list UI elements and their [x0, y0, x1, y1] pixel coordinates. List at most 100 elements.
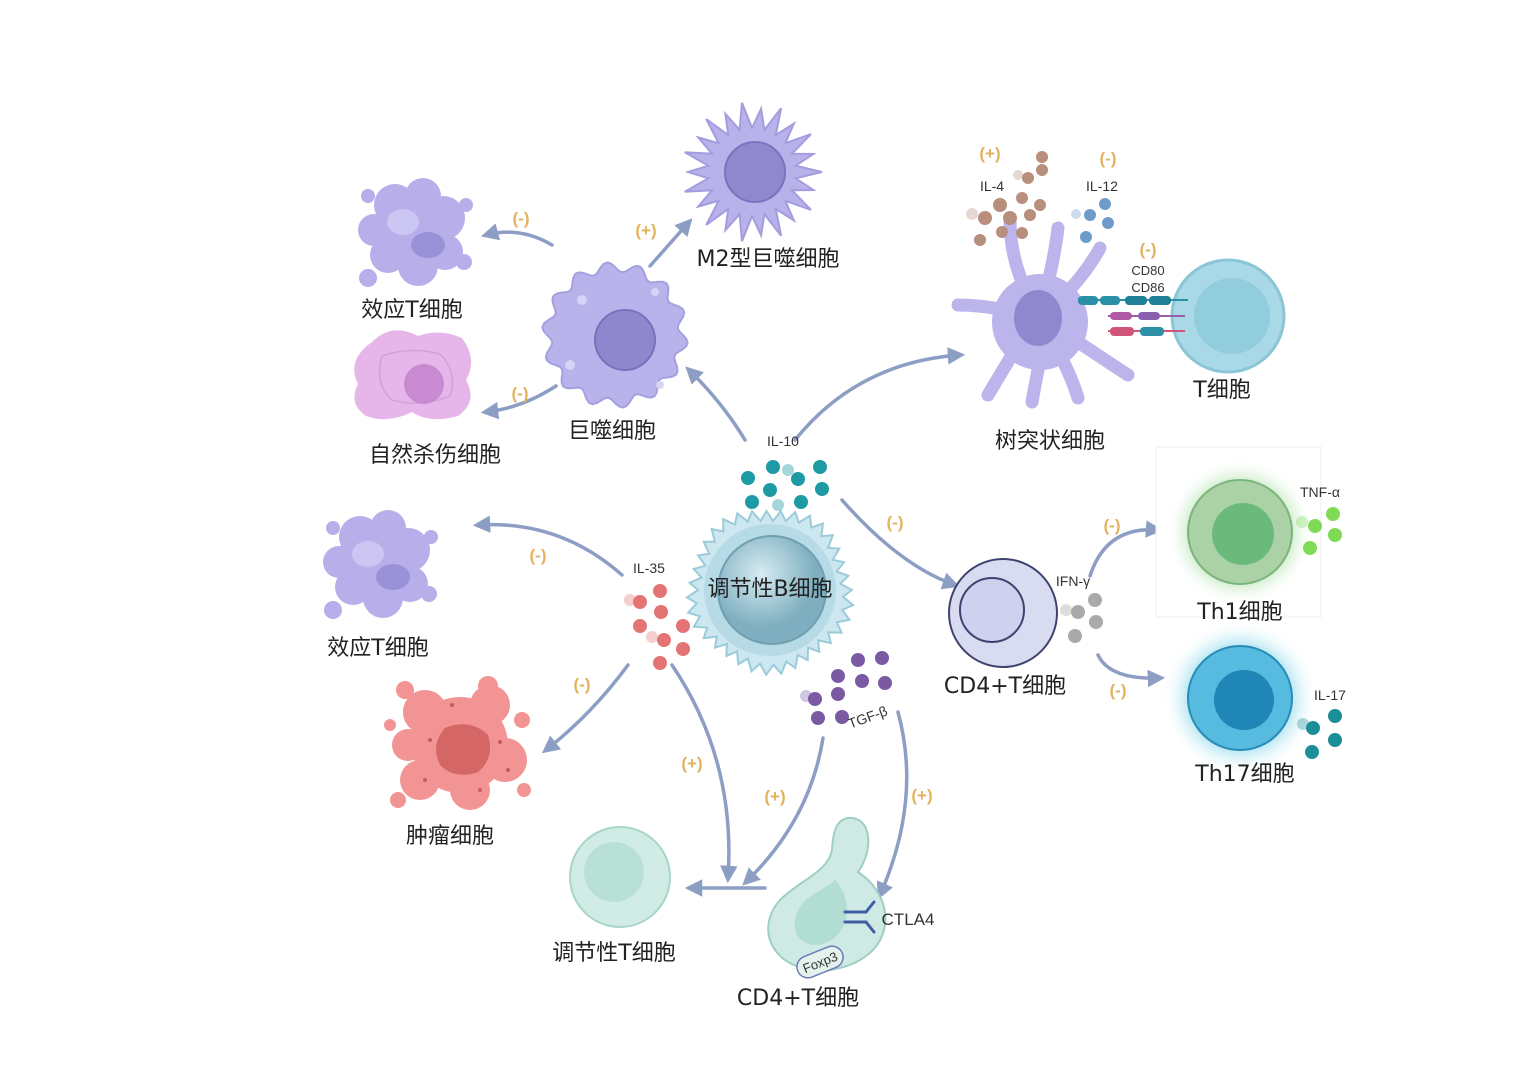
tumor-granule: [506, 768, 510, 772]
arrow-macrophage-to-nk: [480, 384, 558, 420]
tumor-granule: [450, 703, 454, 707]
il4-molecule: [996, 226, 1008, 238]
il10-molecule: [763, 483, 777, 497]
tumor-lobe: [392, 729, 424, 761]
tumor-fragment: [478, 676, 498, 696]
sign-il4: (+): [979, 144, 1000, 163]
arrow-cd4-to-th17: [1096, 653, 1166, 688]
mhc-receptor-domain: [1138, 312, 1160, 320]
il4-molecule: [1034, 199, 1046, 211]
il17-molecule: [1328, 733, 1342, 747]
il35-molecule-faded: [624, 594, 636, 606]
th17-label: Th17细胞: [1194, 762, 1294, 787]
il10-molecule: [791, 472, 805, 486]
tnfa-molecule: [1303, 541, 1317, 555]
il10-molecule: [815, 482, 829, 496]
tumor-cell: 肿瘤细胞: [384, 676, 531, 849]
macrophage: 巨噬细胞: [541, 261, 689, 444]
effector-t-upper-nucleus: [411, 232, 445, 258]
effector-t-lower-label: 效应T细胞: [327, 636, 428, 661]
m2-macrophage: M2型巨噬细胞: [684, 102, 840, 272]
tumor-granule: [498, 740, 502, 744]
sign-macrophage-to-m2: (+): [635, 221, 656, 240]
tnfa-molecule: [1328, 528, 1342, 542]
tumor-lobe: [400, 760, 440, 800]
tumor-fragment: [514, 712, 530, 728]
sign-tgfb-to-ctla4: (+): [911, 786, 932, 805]
regulatory-t-cell: 调节性T细胞: [552, 826, 676, 966]
arrows: [472, 218, 1166, 900]
effector-t-fragment: [456, 254, 472, 270]
arrow-tgfb-to-ctla4: [876, 710, 909, 900]
tumor-granule: [428, 738, 432, 742]
tgfb-molecule: [811, 711, 825, 725]
cd4-t-cell-bottom-nucleus: [794, 880, 847, 946]
effector-t-fragment: [324, 601, 342, 619]
tumor-cell-label: 肿瘤细胞: [406, 824, 494, 849]
il4-molecule: [1016, 192, 1028, 204]
tumor-fragment: [384, 719, 396, 731]
il35-molecule: [633, 595, 647, 609]
tnfa-molecule: [1308, 519, 1322, 533]
ifng-label: IFN-γ: [1056, 573, 1090, 589]
effector-t-fragment: [359, 269, 377, 287]
il4-molecule: [1016, 227, 1028, 239]
arrow-breg-to-cd4: [840, 498, 960, 590]
cd80-receptor-domain: [1078, 296, 1098, 305]
dendritic-cell-nucleus: [1014, 290, 1062, 346]
sign-il35-to-treg: (+): [681, 754, 702, 773]
sign-macrophage-to-nk: (-): [512, 384, 529, 403]
foxp3-badge-shape: [796, 945, 844, 979]
tgfb-molecule: [835, 710, 849, 724]
ctla4-arm: [864, 900, 876, 914]
regulatory-b-cell: 调节性B细胞: [685, 509, 855, 677]
sign-cd4-to-th1: (-): [1104, 516, 1121, 535]
cd4-t-cell-bottom: CTLA4 Foxp3 CD4+T细胞: [737, 816, 934, 1011]
tcr-receptor-domain: [1140, 327, 1164, 336]
il10-cytokines: [741, 460, 829, 511]
arrow-il35-to-effector-t: [472, 515, 624, 577]
macrophage-granule: [565, 360, 575, 370]
ifng-cytokines: [1060, 593, 1103, 643]
nk-cell-label: 自然杀伤细胞: [369, 443, 501, 468]
arrow-macrophage-to-m2: [648, 218, 693, 268]
tgfb-molecule: [855, 674, 869, 688]
il10-molecule: [813, 460, 827, 474]
sign-macrophage-to-effector-t: (-): [513, 209, 530, 228]
th17-nucleus: [1214, 670, 1274, 730]
il4-molecule: [993, 198, 1007, 212]
tumor-cell-granules: [423, 703, 510, 792]
t-cell-nucleus: [1194, 278, 1270, 354]
t-cell-label: T细胞: [1192, 378, 1250, 403]
tgfb-cytokines: [800, 651, 892, 725]
tumor-granule: [478, 788, 482, 792]
arrow-breg-to-dendritic: [793, 347, 966, 442]
il17-molecule: [1306, 721, 1320, 735]
il4-molecule-faded: [966, 208, 978, 220]
il12-molecule-faded: [1071, 209, 1081, 219]
il35-label: IL-35: [633, 560, 665, 576]
sign-il35-to-effector-t: (-): [530, 546, 547, 565]
tgfb-molecule: [831, 669, 845, 683]
ifng-molecule: [1088, 593, 1102, 607]
effector-t-lobe: [323, 546, 355, 578]
arrow-tgfb-to-treg: [742, 736, 825, 886]
sign-il35-to-tumor: (-): [574, 675, 591, 694]
effector-t-upper-vesicle: [387, 209, 419, 235]
il17-cytokines: [1297, 709, 1342, 759]
th1-nucleus: [1212, 503, 1274, 565]
il12-molecule: [1084, 209, 1096, 221]
m2-macrophage-label: M2型巨噬细胞: [697, 247, 840, 272]
cd80-label: CD80: [1131, 263, 1164, 278]
il17-label: IL-17: [1314, 687, 1346, 703]
regulatory-t-cell-label: 调节性T细胞: [552, 941, 675, 966]
dendrite: [1068, 333, 1135, 382]
th17-cell: Th17细胞: [1162, 620, 1318, 787]
il4-molecule: [1003, 211, 1017, 225]
tumor-fragment: [390, 792, 406, 808]
tgfb-molecule: [808, 692, 822, 706]
cd4-t-cell-bottom-label: CD4+T细胞: [737, 986, 859, 1011]
tgfb-label: TGF-β: [846, 703, 890, 732]
effector-t-lobe: [358, 214, 390, 246]
m2-macrophage-nucleus: [724, 141, 786, 203]
